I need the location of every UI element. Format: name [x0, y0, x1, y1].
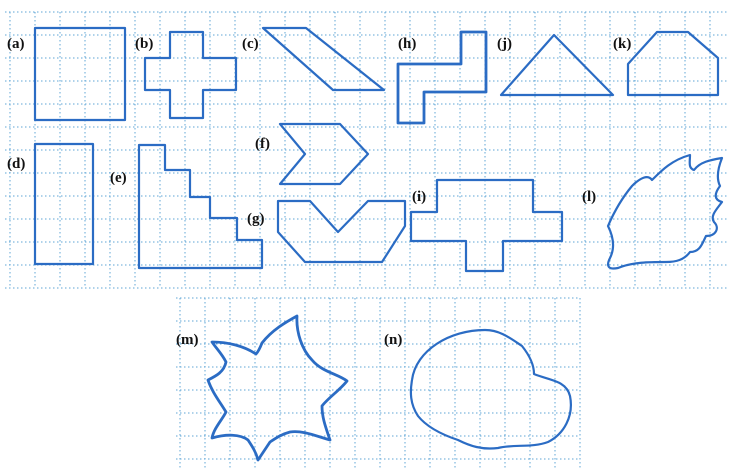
shape-l [606, 153, 724, 270]
shape-c [261, 26, 386, 92]
label-k: (k) [613, 36, 631, 52]
upper-grid [5, 11, 728, 289]
label-j: (j) [497, 36, 512, 52]
label-d: (d) [7, 156, 25, 172]
shape-g [276, 199, 407, 264]
label-b: (b) [135, 36, 153, 52]
lower-grid [176, 297, 581, 470]
shape-n [409, 328, 572, 450]
label-m: (m) [176, 332, 199, 348]
shape-m [206, 314, 349, 462]
label-a: (a) [7, 36, 25, 52]
shape-j [499, 33, 615, 97]
shape-b [143, 30, 238, 120]
shape-k [626, 30, 720, 97]
label-g: (g) [247, 211, 265, 227]
shape-f [278, 122, 370, 186]
shape-e [137, 143, 264, 270]
label-c: (c) [242, 36, 259, 52]
label-h: (h) [398, 36, 416, 52]
label-f: (f) [255, 136, 270, 152]
shape-i [409, 178, 564, 273]
label-n: (n) [384, 332, 402, 348]
shape-h [396, 30, 488, 125]
label-e: (e) [110, 170, 127, 186]
label-l: (l) [582, 189, 596, 205]
shape-a [33, 26, 127, 122]
shape-d [33, 142, 95, 266]
label-i: (i) [412, 189, 426, 205]
